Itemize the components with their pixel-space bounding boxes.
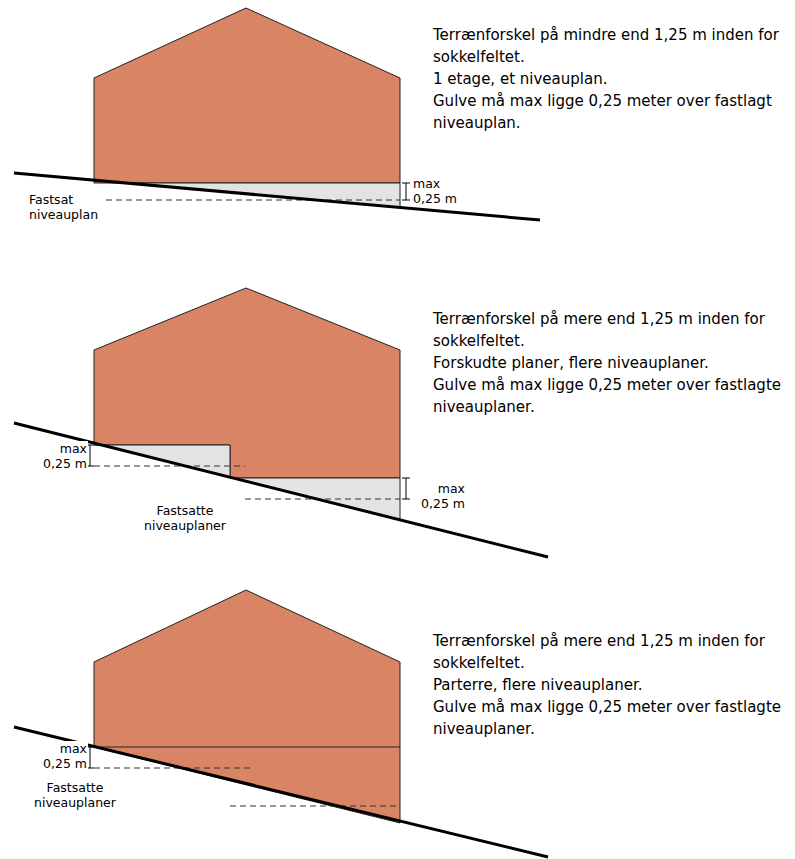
dimension-label: max 0,25 m: [34, 441, 88, 471]
dimension-bracket: [402, 183, 410, 200]
dimension-label: max 0,25 m: [34, 741, 88, 771]
level-plane: [230, 806, 400, 807]
terrain-line: [14, 423, 548, 557]
house-body: [94, 590, 400, 823]
dimension-label: max 0,25 m: [412, 481, 466, 511]
dimension-label: Fastsat niveauplan: [28, 192, 104, 222]
level-plane: [94, 466, 245, 467]
house-section-2: [14, 288, 548, 557]
level-plane: [86, 200, 400, 201]
dimension-label: max 0,25 m: [412, 176, 466, 206]
description-text: Gulve må max ligge 0,25 meter over fastl…: [433, 90, 783, 134]
description-text: Forskudte planer, flere niveauplaner.: [433, 352, 783, 374]
description-text: Parterre, flere niveauplaner.: [433, 674, 783, 696]
terrain-line: [14, 727, 548, 857]
description-text: Terrænforskel på mindre end 1,25 m inden…: [433, 24, 783, 68]
description-text: Gulve må max ligge 0,25 meter over fastl…: [433, 374, 783, 418]
dimension-label: Fastsatte niveauplaner: [132, 503, 238, 533]
description-text: Terrænforskel på mere end 1,25 m inden f…: [433, 308, 783, 352]
dimension-bracket: [402, 478, 410, 499]
description-text: 1 etage, et niveauplan.: [433, 68, 783, 90]
description-text: Terrænforskel på mere end 1,25 m inden f…: [433, 630, 783, 674]
dimension-label: Fastsatte niveauplaner: [22, 780, 128, 810]
house-body: [94, 288, 400, 478]
house-body: [94, 8, 400, 183]
floor-line: [94, 747, 400, 748]
description-text: Gulve må max ligge 0,25 meter over fastl…: [433, 696, 783, 740]
level-plane: [94, 768, 250, 769]
